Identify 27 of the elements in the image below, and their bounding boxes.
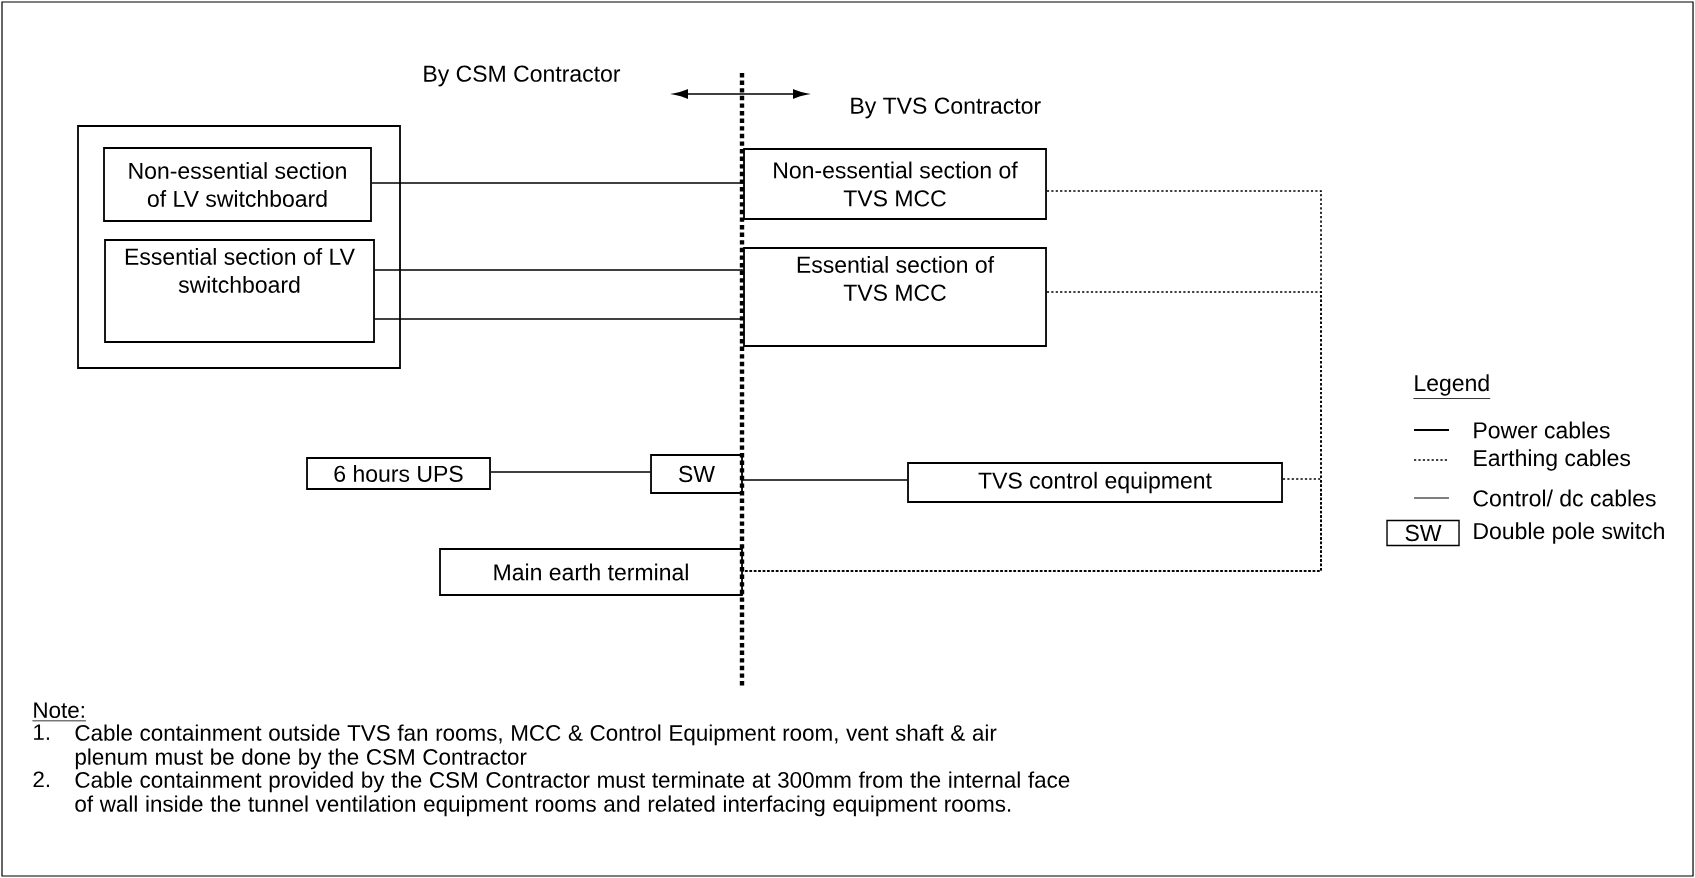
legend-text: Control/ dc cables: [1473, 489, 1656, 507]
legend-sample: SW: [1386, 519, 1460, 547]
note-number: 1.: [34, 724, 50, 740]
note-heading: Note:: [32, 702, 87, 722]
side-label: By CSM Contractor: [424, 65, 621, 87]
equipment-box: Essential section of TVS MCC: [743, 247, 1047, 347]
enclosure-box: [77, 125, 401, 369]
equipment-box: Main earth terminal: [439, 548, 743, 596]
equipment-box: Essential section of LV switchboard: [104, 239, 375, 343]
equipment-box: 6 hours UPS: [306, 457, 491, 490]
cable-line: [490, 471, 651, 473]
legend-text: Earthing cables: [1474, 449, 1631, 471]
cable-line: [374, 269, 744, 271]
equipment-box: Non-essential section of TVS MCC: [743, 148, 1047, 220]
equipment-box: TVS control equipment: [907, 462, 1283, 503]
note-text: Cable containment outside TVS fan rooms, MCC & Control Equipment room, vent shaft & air plenum must be done by the CSM Contractor: [75, 724, 997, 770]
switch-box: SW: [650, 454, 743, 494]
legend-text: Double pole switch: [1474, 522, 1664, 544]
cable-line: [742, 479, 908, 481]
note-text: Cable containment provided by the CSM Contractor must terminate at 300mm from the internal face of wall inside the tunnel ventilation equipment rooms and related interfacing equipment rooms.: [75, 771, 1070, 817]
equipment-box: Non-essential section of LV switchboard: [103, 147, 372, 222]
side-label: By TVS Contractor: [851, 97, 1041, 119]
cable-line: [742, 478, 1322, 572]
legend-heading: Legend: [1413, 374, 1491, 399]
cable-line: [371, 182, 744, 184]
note-number: 2.: [33, 771, 50, 788]
legend-text: Power cables: [1474, 421, 1610, 439]
